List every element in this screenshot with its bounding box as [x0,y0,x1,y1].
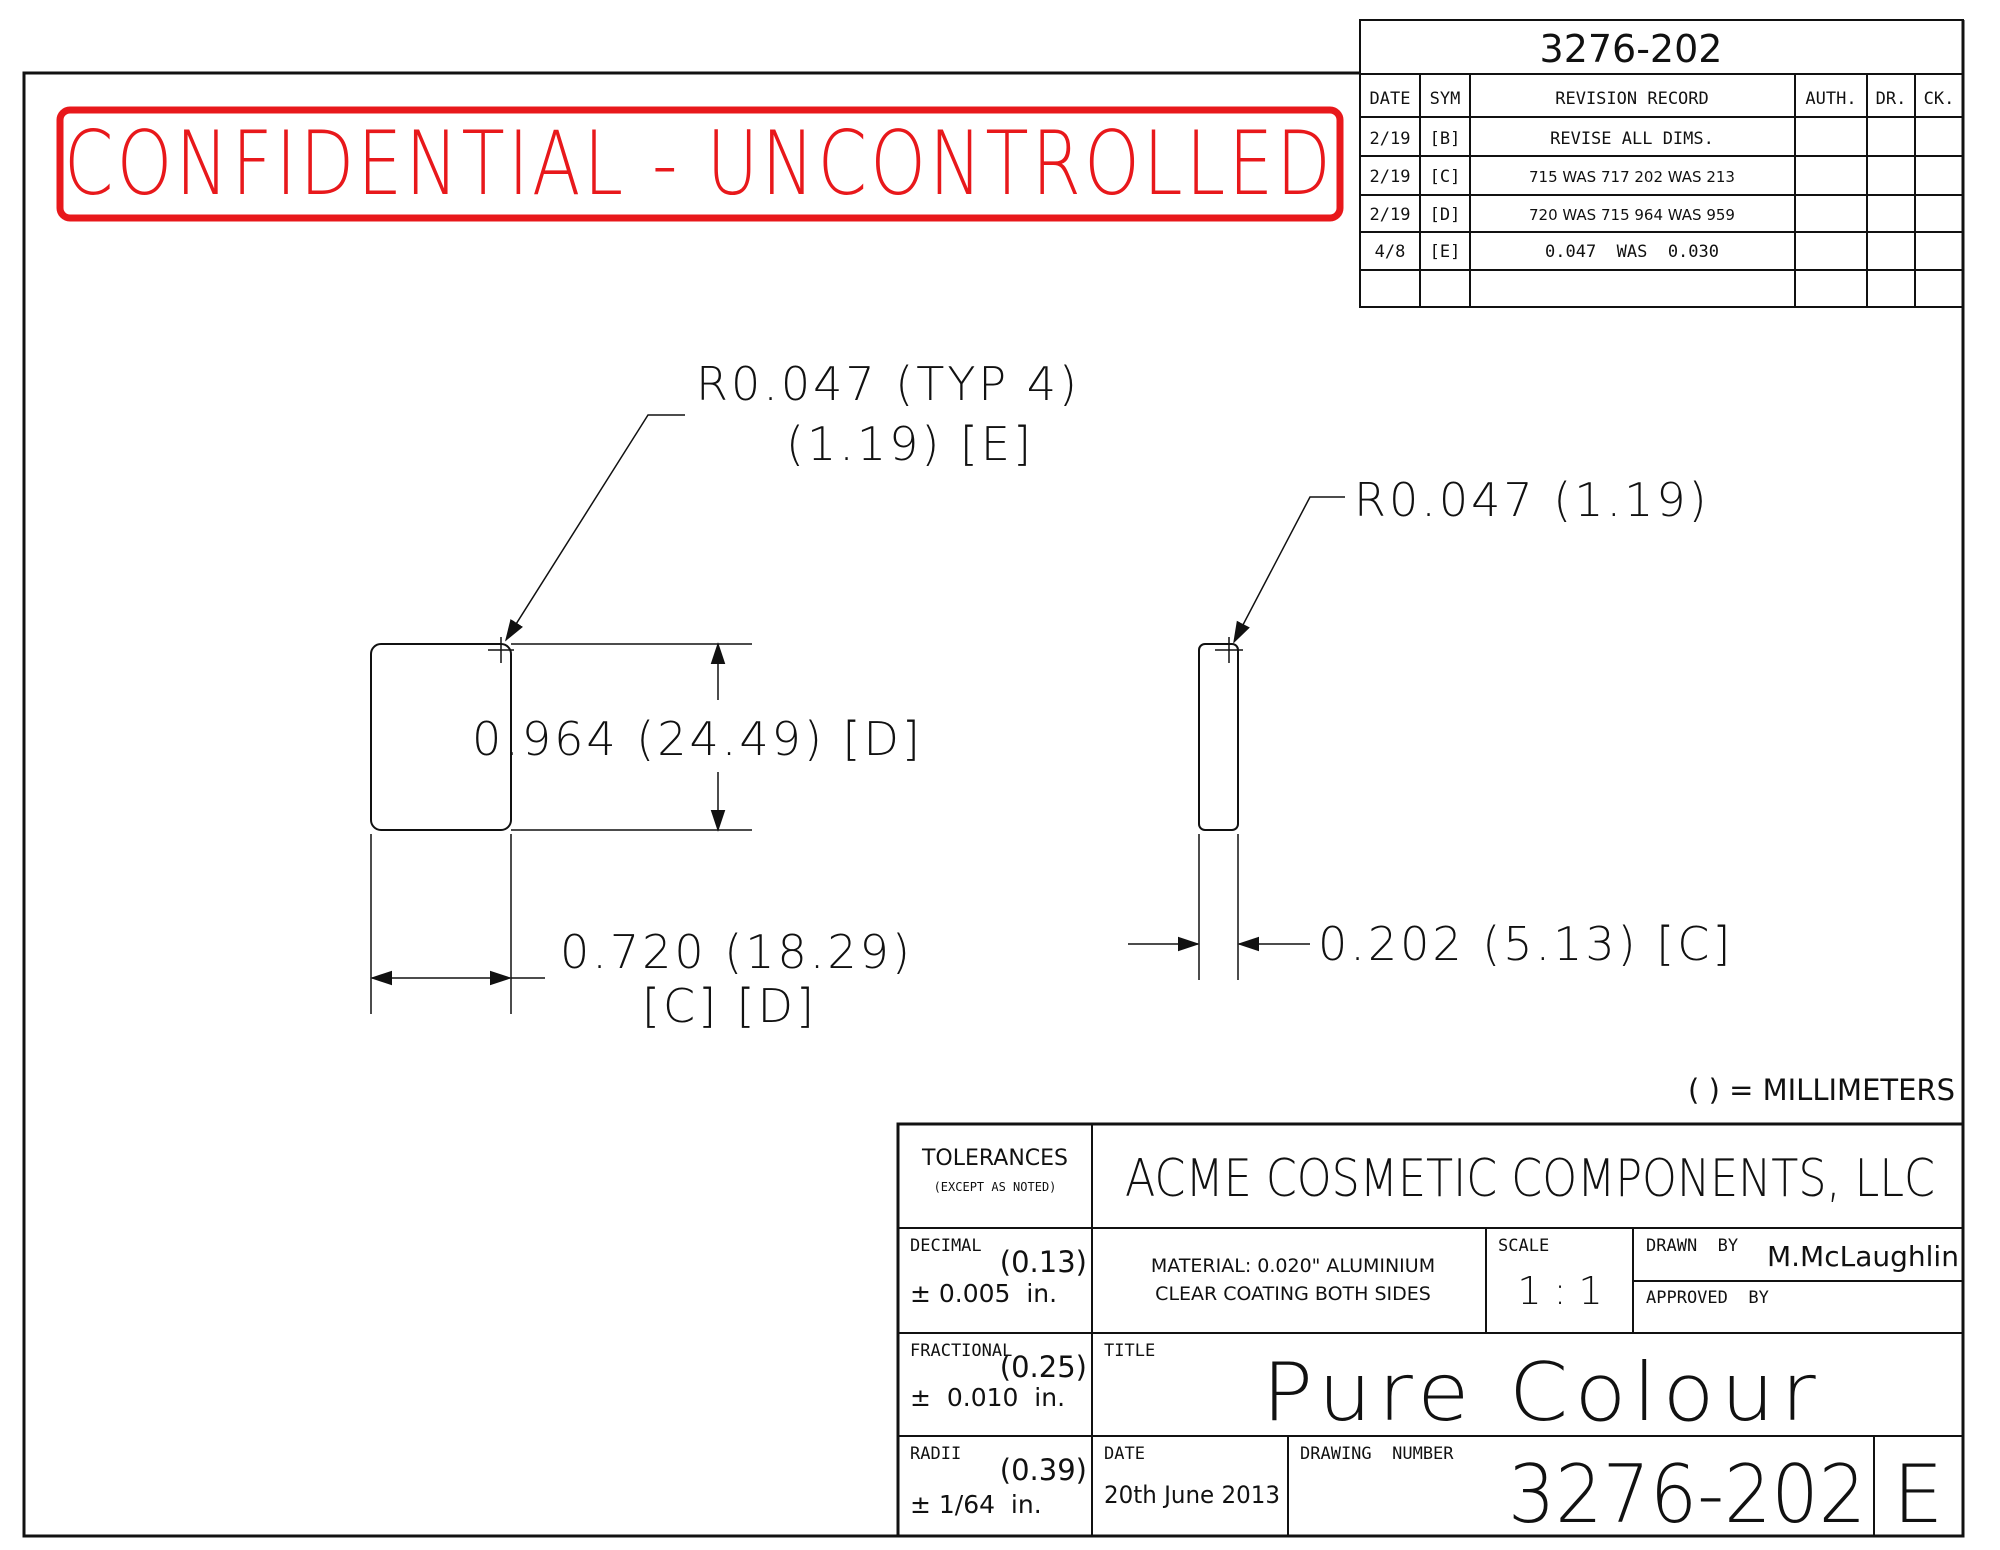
radii-mm: (0.39) [1000,1453,1087,1487]
approved-by-label: APPROVED BY [1646,1288,1769,1308]
front-view-outline [370,643,512,831]
title-label: TITLE [1104,1341,1155,1361]
rev-row-date: 4/8 [1375,242,1406,262]
decimal-in: ± 0.005 in. [910,1279,1057,1308]
rev-row-record: REVISE ALL DIMS. [1550,129,1714,149]
front-view [370,414,752,1014]
drawing-border [22,20,1965,1538]
decimal-label: DECIMAL [910,1236,982,1256]
radius-center-mark [488,637,514,663]
scale-label: SCALE [1498,1236,1549,1256]
drawing-number-label: DRAWING NUMBER [1300,1444,1454,1464]
date-label: DATE [1104,1444,1145,1464]
drawing-number-value: 3276-202 [1508,1448,1866,1541]
radius-leader [505,414,685,642]
rev-header-auth: AUTH. [1805,89,1856,109]
rev-header-ck: CK. [1924,89,1955,109]
rev-row-date: 2/19 [1370,167,1411,187]
title-value: Pure Colour [1262,1346,1822,1439]
drawn-by-label: DRAWN BY [1646,1236,1738,1256]
tolerances-sublabel: (EXCEPT AS NOTED) [934,1180,1057,1194]
rev-header-dr: DR. [1876,89,1907,109]
fractional-mm: (0.25) [1000,1350,1087,1384]
radius-leader [1233,496,1345,644]
revision-table: DATE SYM REVISION RECORD AUTH. DR. CK. 2… [1359,73,1964,308]
stamp-text: CONFIDENTIAL - UNCONTROLLED [64,112,1334,215]
side-view [1128,496,1345,980]
drawing-number-header: 3276-202 [1359,19,1964,75]
revision-letter: E [1893,1448,1944,1541]
dimension-callouts: R0.047 (TYP 4) (1.19) [E] R0.047 (1.19) … [472,357,1955,1107]
confidential-stamp: CONFIDENTIAL - UNCONTROLLED [56,106,1344,222]
drawn-by-value: M.McLaughlin [1767,1240,1959,1273]
tolerances-label: TOLERANCES [921,1146,1068,1171]
callout-radius-front-mm: (1.19) [E] [786,417,1034,471]
callout-height: 0.964 (24.49) [D] [472,712,923,766]
rev-row-date: 2/19 [1370,205,1411,225]
radius-center-mark [1215,637,1243,663]
rev-row-sym: [C] [1430,167,1461,187]
title-block: TOLERANCES (EXCEPT AS NOTED) ACME COSMET… [896,1122,1965,1541]
fractional-in: ± 0.010 in. [910,1383,1065,1412]
decimal-mm: (0.13) [1000,1245,1087,1279]
callout-width: 0.720 (18.29) [560,925,913,979]
radii-in: ± 1/64 in. [910,1490,1042,1519]
callout-thickness: 0.202 (5.13) [C] [1318,917,1733,971]
units-note: ( ) = MILLIMETERS [1688,1073,1955,1107]
rev-row-sym: [B] [1430,129,1461,149]
date-value: 20th June 2013 [1104,1481,1280,1509]
callout-width-revs: [C] [D] [642,979,817,1033]
rev-row-record: 715 WAS 717 202 WAS 213 [1529,168,1735,186]
rev-header-record: REVISION RECORD [1555,89,1709,109]
material-line-1: MATERIAL: 0.020" ALUMINIUM [1151,1255,1435,1277]
rev-header-date: DATE [1370,89,1411,109]
rev-header-sym: SYM [1430,89,1461,109]
material-line-2: CLEAR COATING BOTH SIDES [1155,1283,1431,1305]
scale-value: 1 : 1 [1517,1269,1602,1313]
company-name: ACME COSMETIC COMPONENTS, LLC [1125,1149,1935,1209]
rev-row-sym: [E] [1430,242,1461,262]
rev-row-record: 0.047 WAS 0.030 [1545,242,1719,262]
rev-row-record: 720 WAS 715 964 WAS 959 [1529,206,1735,224]
radii-label: RADII [910,1444,961,1464]
rev-row-sym: [D] [1430,205,1461,225]
callout-radius-side: R0.047 (1.19) [1354,473,1710,527]
drawing-number-top: 3276-202 [1540,27,1723,71]
callout-radius-front: R0.047 (TYP 4) [696,357,1080,411]
side-view-outline [1198,643,1239,831]
rev-row-date: 2/19 [1370,129,1411,149]
fractional-label: FRACTIONAL [910,1341,1012,1361]
